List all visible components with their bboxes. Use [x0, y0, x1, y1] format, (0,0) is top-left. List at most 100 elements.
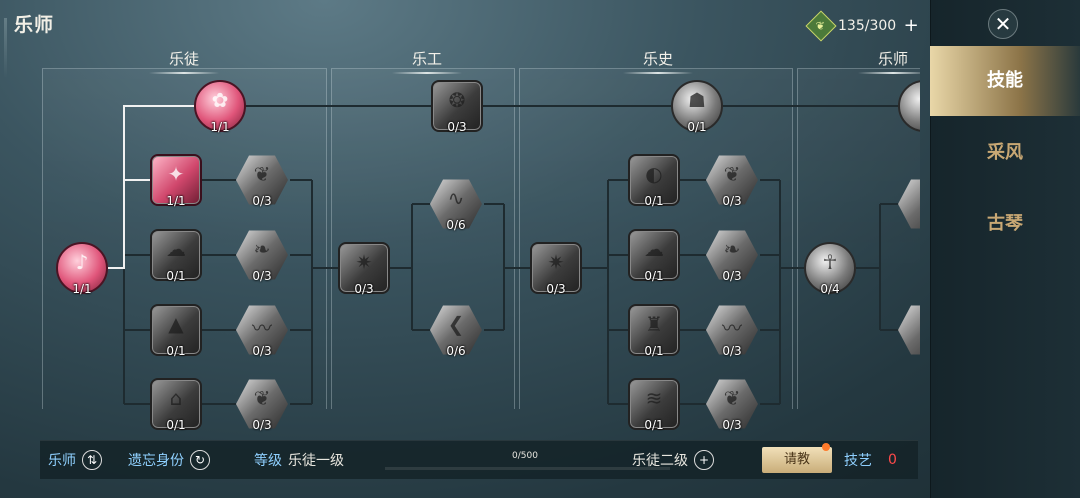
skill-node-partial-top[interactable]	[898, 80, 920, 132]
node-level: 0/3	[546, 282, 566, 296]
node-level: 0/3	[252, 194, 272, 208]
phoenix-icon: ❧	[723, 237, 741, 261]
node-level: 0/4	[820, 282, 840, 296]
role-label: 乐师	[48, 453, 76, 469]
level-label: 等级	[254, 453, 282, 469]
wind-icon: 〰	[252, 316, 272, 340]
skill-node-a3[interactable]: ▲ 0/1	[150, 304, 202, 358]
upgrade-plus-icon[interactable]: +	[694, 450, 714, 470]
cloud-icon: ☁	[644, 237, 664, 261]
tab-collect[interactable]: 采风	[987, 142, 1023, 163]
title-accent	[4, 18, 7, 78]
figure-icon: ♪	[75, 250, 89, 274]
forget-label: 遗忘身份	[128, 453, 184, 469]
node-level: 0/6	[446, 218, 466, 232]
node-level: 0/1	[644, 269, 664, 283]
node-level: 1/1	[210, 120, 230, 134]
skill-node-a1[interactable]: ✦ 1/1	[150, 154, 202, 208]
skill-node-h1[interactable]: ☥ 0/4	[804, 242, 856, 296]
skill-node-top-a[interactable]: ✿ 1/1	[194, 80, 246, 134]
skill-node-b3[interactable]: 〰 0/3	[236, 304, 288, 358]
swirl-icon: ◐	[645, 162, 663, 186]
stage-label-2: 乐工	[387, 48, 467, 74]
skill-node-b4[interactable]: ❦ 0/3	[236, 378, 288, 432]
wind-icon: 〰	[722, 316, 742, 340]
tab-skills[interactable]: 技能	[930, 46, 1080, 116]
ask-button[interactable]: 请教	[762, 447, 832, 473]
node-level: 0/1	[644, 418, 664, 432]
currency-value: 135/300	[838, 18, 897, 34]
skill-node-top-b[interactable]: ❂ 0/3	[431, 80, 483, 134]
skill-node-g4[interactable]: ❦ 0/3	[706, 378, 758, 432]
skill-tree-panel: 乐徒 乐工 乐史 乐师 ♪ 1/1 ✿ 1/1	[0, 0, 920, 440]
exp-bar	[385, 467, 670, 470]
switch-icon[interactable]: ⇅	[82, 450, 102, 470]
skill-node-b1[interactable]: ❦ 0/3	[236, 154, 288, 208]
forget-identity[interactable]: 遗忘身份 ↻	[128, 450, 210, 470]
node-level: 0/1	[166, 418, 186, 432]
skill-node-partial-2[interactable]	[898, 304, 920, 356]
node-level: 0/3	[252, 344, 272, 358]
next-level: 乐徒二级 +	[632, 450, 714, 470]
skill-node-g3[interactable]: 〰 0/3	[706, 304, 758, 358]
skill-node-g1[interactable]: ❦ 0/3	[706, 154, 758, 208]
skill-node-e1[interactable]: ✷ 0/3	[530, 242, 582, 296]
skill-node-f3[interactable]: ♜ 0/1	[628, 304, 680, 358]
node-level: 0/3	[722, 269, 742, 283]
currency-display: ❦ 135/300 +	[805, 10, 920, 42]
exp-text: 0/500	[512, 451, 538, 461]
skill-node-g2[interactable]: ❧ 0/3	[706, 229, 758, 283]
stage-label-1: 乐徒	[144, 48, 224, 74]
skill-node-partial-1[interactable]	[898, 178, 920, 230]
skill-node-a2[interactable]: ☁ 0/1	[150, 229, 202, 283]
tree-connector-lines	[108, 105, 920, 405]
notification-dot	[822, 443, 830, 451]
close-button[interactable]: ✕	[988, 9, 1018, 39]
skill-node-top-c[interactable]: ☗ 0/1	[671, 80, 723, 134]
stage-box-4	[797, 68, 920, 409]
reset-icon[interactable]: ↻	[190, 450, 210, 470]
skill-node-d2[interactable]: ❮ 0/6	[430, 304, 482, 358]
figure-icon: ☥	[822, 250, 838, 274]
skill-value: 0	[888, 452, 897, 468]
scroll-icon: ☗	[688, 88, 706, 112]
tide-icon: ≋	[645, 386, 663, 410]
cloak-icon: ♜	[645, 312, 663, 336]
wave-icon: ❂	[448, 88, 466, 112]
stage-label-4: 乐师	[853, 48, 920, 74]
mountain-icon: ▲	[168, 312, 184, 336]
skill-node-root[interactable]: ♪ 1/1	[56, 242, 108, 296]
skill-node-d1[interactable]: ∿ 0/6	[430, 178, 482, 232]
node-level: 1/1	[166, 194, 186, 208]
node-level: 0/3	[722, 194, 742, 208]
skill-node-f2[interactable]: ☁ 0/1	[628, 229, 680, 283]
skill-points: 技艺 0	[844, 450, 897, 470]
node-level: 0/1	[644, 344, 664, 358]
add-currency-button[interactable]: +	[903, 15, 919, 36]
dance-icon: ✦	[167, 162, 185, 186]
skill-node-c1[interactable]: ✷ 0/3	[338, 242, 390, 296]
node-level: 0/1	[166, 344, 186, 358]
skill-node-f4[interactable]: ≋ 0/1	[628, 378, 680, 432]
stage-label-3: 乐史	[618, 48, 698, 74]
role-switch[interactable]: 乐师 ⇅	[48, 450, 102, 470]
node-level: 0/3	[354, 282, 374, 296]
strike-icon: ✷	[355, 250, 373, 274]
leaf-currency-icon: ❦	[805, 10, 837, 42]
strike-icon: ✷	[547, 250, 565, 274]
skill-node-a4[interactable]: ⌂ 0/1	[150, 378, 202, 432]
bird-icon: ❦	[253, 386, 271, 410]
node-level: 0/1	[687, 120, 707, 134]
dragon-icon: ∿	[447, 186, 465, 210]
skill-node-f1[interactable]: ◐ 0/1	[628, 154, 680, 208]
node-level: 0/3	[722, 344, 742, 358]
node-level: 0/3	[722, 418, 742, 432]
skill-label: 技艺	[844, 453, 872, 469]
next-level-value: 乐徒二级	[632, 453, 688, 469]
skill-node-b2[interactable]: ❧ 0/3	[236, 229, 288, 283]
node-level: 0/3	[252, 418, 272, 432]
level-display: 等级 乐徒一级	[254, 450, 344, 470]
tab-guqin[interactable]: 古琴	[987, 213, 1023, 234]
bird-icon: ❦	[723, 386, 741, 410]
phoenix-icon: ❧	[253, 237, 271, 261]
